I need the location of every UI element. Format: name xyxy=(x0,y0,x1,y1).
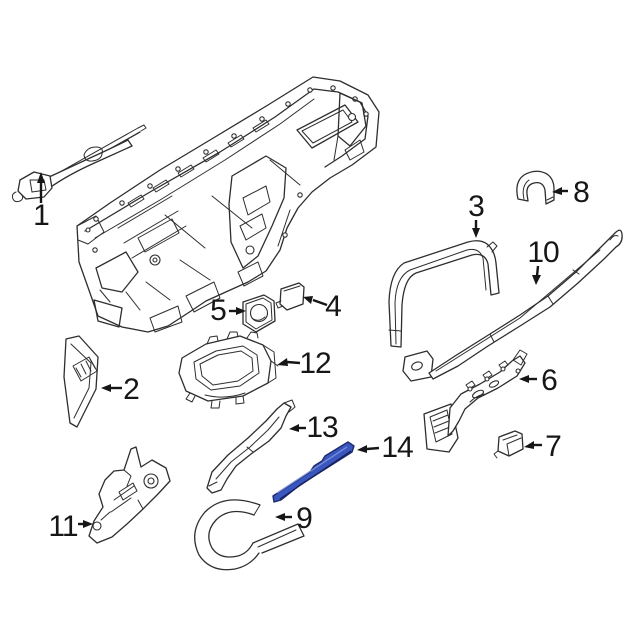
callout-5-number[interactable]: 5 xyxy=(210,294,227,327)
arrowhead xyxy=(524,441,534,449)
callout-1[interactable]: 1 xyxy=(33,172,50,232)
arrowhead xyxy=(532,275,541,285)
part-8-corner-cap[interactable] xyxy=(516,170,555,205)
callout-5[interactable]: 5 xyxy=(210,294,246,327)
arrowhead xyxy=(101,384,111,392)
arrowhead xyxy=(289,424,299,432)
arrowhead xyxy=(236,307,246,315)
arrowhead xyxy=(277,358,288,366)
callout-8-number[interactable]: 8 xyxy=(573,176,590,209)
callout-1-number[interactable]: 1 xyxy=(33,199,50,232)
callout-12-number[interactable]: 12 xyxy=(299,347,332,380)
callout-3[interactable]: 3 xyxy=(468,190,485,238)
arrowhead xyxy=(83,520,93,528)
part-7-outline xyxy=(497,430,524,457)
part-4-outline xyxy=(279,282,305,311)
part-10-finish-molding[interactable] xyxy=(402,229,623,382)
callout-8[interactable]: 8 xyxy=(552,176,590,209)
callout-10[interactable]: 10 xyxy=(527,236,560,285)
callout-9-number[interactable]: 9 xyxy=(296,502,313,535)
part-4-clip-cover[interactable] xyxy=(275,282,305,311)
part-8-outline xyxy=(516,170,555,205)
callout-14[interactable]: 14 xyxy=(357,431,414,464)
part-10-strip xyxy=(428,229,623,380)
arrowhead xyxy=(357,445,367,453)
callout-12[interactable]: 12 xyxy=(277,347,332,380)
part-5-round-bezel[interactable] xyxy=(242,294,276,333)
callout-2[interactable]: 2 xyxy=(101,373,140,406)
callout-2-number[interactable]: 2 xyxy=(123,373,140,406)
arrowhead xyxy=(519,375,529,383)
callout-7[interactable]: 7 xyxy=(524,430,562,463)
part-2-outline xyxy=(63,335,99,428)
callout-4[interactable]: 4 xyxy=(303,290,342,323)
part-3-cluster-surround-trim[interactable] xyxy=(388,240,500,348)
panel-body-details xyxy=(92,92,367,333)
part-6-bar xyxy=(447,355,526,437)
instrument-panel-assembly xyxy=(76,76,380,333)
part-11-knee-bolster[interactable] xyxy=(88,446,171,544)
part-9-column-cover[interactable] xyxy=(194,499,305,571)
part-11-outline xyxy=(88,446,171,544)
callout-13[interactable]: 13 xyxy=(289,411,339,444)
panel-cowl-details xyxy=(76,85,369,245)
callout-11[interactable]: 11 xyxy=(48,510,93,543)
callout-7-number[interactable]: 7 xyxy=(545,430,562,463)
part-2-side-vent-panel[interactable] xyxy=(63,335,99,428)
part-12-outline xyxy=(178,335,272,402)
callout-10-number[interactable]: 10 xyxy=(527,236,560,269)
part-14-bottom-shade xyxy=(279,450,352,500)
part-1-end-bracket xyxy=(17,171,53,200)
callout-13-number[interactable]: 13 xyxy=(306,411,339,444)
callout-9[interactable]: 9 xyxy=(275,502,313,535)
part-6-reinforcement-bracket[interactable] xyxy=(423,349,528,453)
arrowhead xyxy=(552,187,562,195)
callout-14-number[interactable]: 14 xyxy=(381,431,414,464)
part-2-vent-grille xyxy=(72,356,98,382)
part-1-upper-trim-bracket[interactable] xyxy=(11,124,147,203)
part-1-blade xyxy=(33,139,133,193)
arrowhead xyxy=(275,513,285,521)
arrowhead xyxy=(37,172,45,183)
panel-outline xyxy=(76,76,380,333)
callout-3-number[interactable]: 3 xyxy=(468,190,485,223)
part-14-top-highlight xyxy=(276,446,348,494)
part-13-lower-finish-trim[interactable] xyxy=(206,399,296,494)
part-14-outline xyxy=(272,441,355,503)
callout-4-number[interactable]: 4 xyxy=(325,290,342,323)
callout-11-number[interactable]: 11 xyxy=(48,510,78,543)
arrowhead xyxy=(472,228,480,238)
part-7-clip-cover[interactable] xyxy=(493,430,524,459)
callout-6[interactable]: 6 xyxy=(519,364,558,397)
arrowhead xyxy=(303,296,313,304)
part-12-cluster-bezel[interactable] xyxy=(178,331,279,409)
part-14-selected-trim-strip[interactable] xyxy=(272,441,355,503)
callout-6-number[interactable]: 6 xyxy=(541,364,558,397)
